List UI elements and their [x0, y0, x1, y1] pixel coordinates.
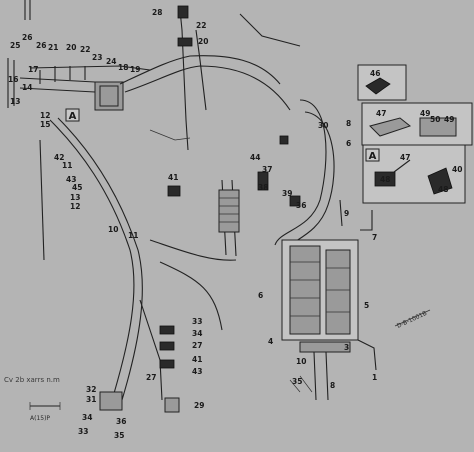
callout: 18: [118, 63, 128, 72]
callout: 16: [8, 75, 18, 84]
callout: 43: [66, 175, 76, 184]
callout: 10: [108, 225, 118, 234]
view-a-marker-right: [365, 148, 380, 162]
callout: 36: [116, 417, 126, 426]
callout: 22: [196, 21, 206, 30]
callout: 30: [318, 121, 328, 130]
callout: 19: [130, 65, 140, 74]
callout: 8: [346, 119, 351, 128]
callout: 49: [420, 109, 430, 118]
view-a-label-right: A: [369, 151, 377, 162]
callout: 32: [86, 385, 96, 394]
view-a-marker-left: [65, 108, 80, 122]
callout: 4: [268, 337, 273, 346]
callout: 7: [372, 233, 377, 242]
callout: 20: [66, 43, 76, 52]
callout: 14: [22, 83, 32, 92]
callout: 48: [380, 175, 390, 184]
callout: 12: [70, 202, 80, 211]
callout: 3: [344, 343, 349, 352]
diagram-linework: [7, 0, 473, 413]
watermark-text: Cv 2b xarrs n.m: [4, 376, 60, 384]
callout: 26: [36, 41, 46, 50]
callout: 34: [192, 329, 202, 338]
view-a-label-left: A: [69, 111, 77, 122]
callout: 23: [92, 53, 102, 62]
scale-note: A(15)P: [30, 415, 50, 422]
callout: 47: [400, 153, 410, 162]
callout: 37: [262, 165, 272, 174]
callout: 8: [330, 381, 335, 390]
callout: 11: [128, 231, 138, 240]
callout: 21: [48, 43, 58, 52]
callout-numbers: 28 22 20 26 25 26 21 20 22 23 24 16 17 1…: [8, 8, 462, 440]
callout: 27: [192, 341, 202, 350]
callout: 34: [82, 413, 92, 422]
callout: 6: [346, 139, 351, 148]
callout: 11: [62, 161, 72, 170]
callout: 12: [40, 111, 50, 120]
callout: 6: [258, 291, 263, 300]
callout: 33: [78, 427, 88, 436]
callout: 35: [114, 431, 124, 440]
callout: 49: [444, 115, 454, 124]
callout: 13: [10, 97, 20, 106]
callout: 38: [258, 183, 268, 192]
callout: 48: [438, 185, 448, 194]
callout: 25: [10, 41, 20, 50]
callout: 44: [250, 153, 260, 162]
callout: 22: [80, 45, 90, 54]
callout: 40: [452, 165, 462, 174]
callout: 33: [192, 317, 202, 326]
callout: 42: [54, 153, 64, 162]
callout: 24: [106, 57, 116, 66]
callout: 1: [372, 373, 377, 382]
callout: 28: [152, 8, 162, 17]
callout: 47: [376, 109, 386, 118]
callout: 20: [198, 37, 208, 46]
callout: 35: [292, 377, 302, 386]
callout: 41: [168, 173, 178, 182]
callout: 41: [192, 355, 202, 364]
callout: 39: [282, 189, 292, 198]
callout: 45: [72, 183, 82, 192]
drawing-reference: D-B-1001B: [396, 310, 428, 330]
callout: 36: [296, 201, 306, 210]
callout: 9: [344, 209, 349, 218]
callout: 17: [28, 65, 38, 74]
callout: 50: [430, 115, 440, 124]
callout: 13: [70, 193, 80, 202]
callout: 29: [194, 401, 204, 410]
callout: 27: [146, 373, 156, 382]
callout: 46: [370, 69, 380, 78]
callout: 31: [86, 395, 96, 404]
callout: 10: [296, 357, 306, 366]
callout: 26: [22, 33, 32, 42]
callout: 15: [40, 120, 50, 129]
callout: 5: [364, 301, 369, 310]
view-a-markers: A A: [65, 108, 380, 162]
callout: 43: [192, 367, 202, 376]
